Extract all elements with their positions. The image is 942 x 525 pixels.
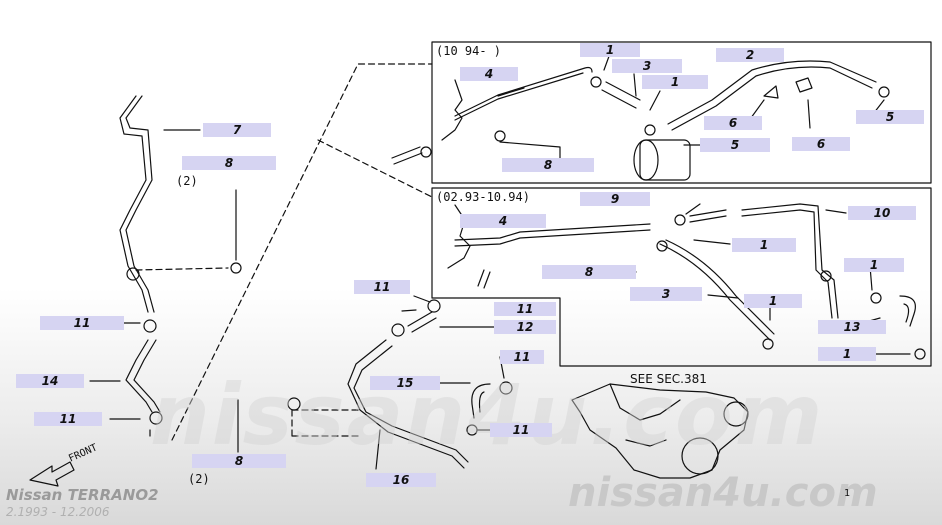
differential-housing	[571, 383, 749, 479]
callout-label[interactable]: 5	[856, 110, 924, 124]
inset-box-middle	[431, 187, 932, 367]
qty-note-lower: (2)	[188, 472, 210, 486]
mid-breather-hose	[454, 223, 651, 241]
callout-label[interactable]: 1	[732, 238, 796, 252]
callout-label[interactable]: 8	[502, 158, 594, 172]
callout-label[interactable]: 1	[744, 294, 802, 308]
inset-header-middle: (02.93-10.94)	[436, 190, 530, 204]
callout-label[interactable]: 9	[580, 192, 650, 206]
callout-label[interactable]: 12	[494, 320, 556, 334]
callout-label[interactable]: 15	[370, 376, 440, 390]
callout-label[interactable]: 14	[16, 374, 84, 388]
callout-label[interactable]: 8	[182, 156, 276, 170]
lower-hose	[347, 339, 465, 469]
callout-label[interactable]: 11	[494, 302, 556, 316]
callout-label[interactable]: 1	[818, 347, 876, 361]
callout-label[interactable]: 2	[716, 48, 784, 62]
callout-label[interactable]: 6	[704, 116, 762, 130]
callout-label[interactable]: 8	[542, 265, 636, 279]
callout-label[interactable]: 3	[612, 59, 682, 73]
brand-years: 2.1993 - 12.2006	[6, 505, 110, 519]
front-arrow	[29, 461, 75, 487]
left-vertical-hose	[119, 95, 149, 313]
top-breather-hose	[454, 66, 593, 117]
brand-title: Nissan TERRANO2	[6, 486, 159, 504]
callout-label[interactable]: 4	[460, 214, 546, 228]
callout-label[interactable]: 7	[203, 123, 271, 137]
callout-label[interactable]: 11	[500, 350, 544, 364]
callout-label[interactable]: 1	[580, 43, 640, 57]
callout-label[interactable]: 16	[366, 473, 436, 487]
watermark-large: nissan4u.com	[150, 366, 825, 464]
qty-note-upper: (2)	[176, 174, 198, 188]
callout-label[interactable]: 11	[490, 423, 552, 437]
callout-label[interactable]: 1	[844, 258, 904, 272]
callout-label[interactable]: 6	[792, 137, 850, 151]
callout-label[interactable]: 11	[34, 412, 102, 426]
callout-label[interactable]: 3	[630, 287, 702, 301]
inset-box-top	[431, 41, 932, 184]
callout-label[interactable]: 5	[700, 138, 770, 152]
page-mark: 1	[844, 488, 851, 499]
callout-label[interactable]: 11	[354, 280, 410, 294]
callout-label[interactable]: 10	[848, 206, 916, 220]
inset-header-top: (10 94- )	[436, 44, 502, 58]
callout-label[interactable]: 11	[40, 316, 124, 330]
zoom-dashes	[135, 63, 433, 441]
callout-label[interactable]: 13	[818, 320, 886, 334]
see-section-note: SEE SEC.381	[630, 372, 707, 386]
callout-label[interactable]: 8	[192, 454, 286, 468]
callout-label[interactable]: 4	[460, 67, 518, 81]
top-main-hose	[667, 60, 877, 125]
callout-label[interactable]: 1	[642, 75, 708, 89]
watermark-corner: nissan4u.com	[568, 470, 878, 516]
